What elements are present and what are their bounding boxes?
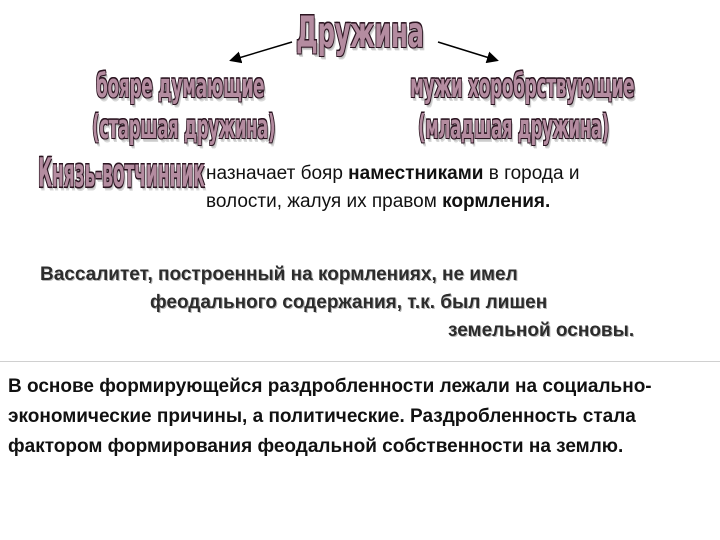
appointment-paragraph: назначает бояр наместниками в города и в… <box>206 160 646 216</box>
vassalage-line-3: земельной основы. <box>448 320 635 341</box>
left-branch-sublabel: (старшая дружина) <box>92 108 276 146</box>
appointment-text-1: назначает бояр <box>206 163 349 184</box>
arrow-right <box>437 41 499 64</box>
vassalage-line-2: феодального содержания, т.к. был лишен <box>150 292 548 313</box>
divider <box>0 361 720 362</box>
right-branch-label: мужи хоробрствующие <box>410 67 635 105</box>
vassalage-line-1: Вассалитет, построенный на кормлениях, н… <box>40 264 518 285</box>
arrow-left <box>229 41 293 64</box>
right-branch-sublabel: (младшая дружина) <box>418 108 609 146</box>
appointment-term-namestniki: наместниками <box>348 163 484 184</box>
appointment-term-kormlenie: кормления. <box>442 191 551 212</box>
left-branch-label: бояре думающие <box>96 67 265 105</box>
fragmentation-paragraph: В основе формирующейся раздробленности л… <box>8 376 652 457</box>
diagram-title: Дружина <box>296 8 424 58</box>
vassalage-paragraph: Вассалитет, построенный на кормлениях, н… <box>30 261 710 345</box>
knyaz-label: Князь-вотчинник <box>38 150 205 198</box>
appointment-text-2: в города и волости, жалуя их правом <box>206 163 580 212</box>
